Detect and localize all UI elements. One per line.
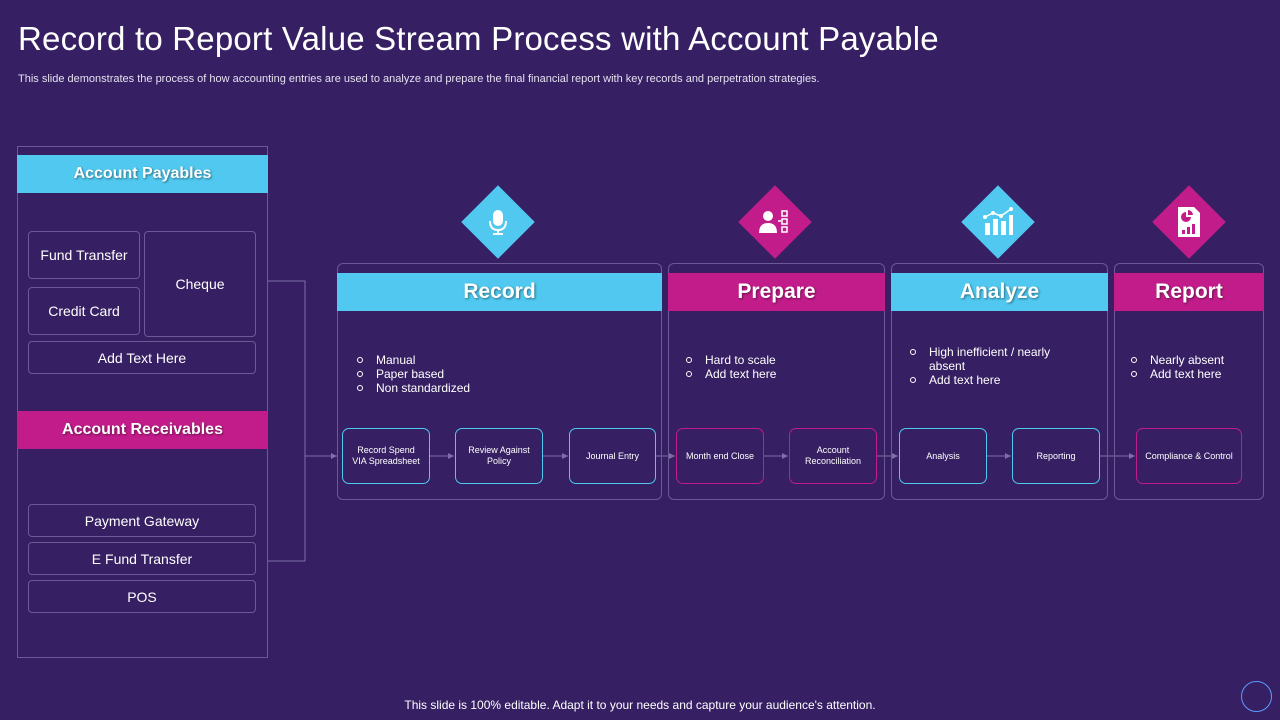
payable-item-fund-transfer: Fund Transfer: [28, 231, 140, 279]
step-record-spend: Record Spend VIA Spreadsheet: [342, 428, 430, 484]
record-bullet-list: Manual Paper based Non standardized: [356, 353, 646, 395]
list-item: Manual: [356, 353, 646, 367]
stage-prepare-title: Prepare: [668, 273, 885, 311]
microphone-icon: [478, 202, 518, 242]
payable-item-add-text: Add Text Here: [28, 341, 256, 374]
stage-prepare-frame: [668, 263, 885, 500]
step-analysis: Analysis: [899, 428, 987, 484]
list-item: Non standardized: [356, 381, 646, 395]
report-document-icon: [1169, 202, 1209, 242]
account-receivables-header: Account Receivables: [17, 411, 268, 449]
list-item: Add text here: [1130, 367, 1260, 381]
report-bullet-list: Nearly absent Add text here: [1130, 353, 1260, 381]
list-item: Add text here: [685, 367, 875, 381]
receivable-item-payment-gateway: Payment Gateway: [28, 504, 256, 537]
list-item: Paper based: [356, 367, 646, 381]
page-subtitle: This slide demonstrates the process of h…: [18, 73, 820, 85]
stage-report-frame: [1114, 263, 1264, 500]
stage-record-frame: [337, 263, 662, 500]
list-item: Add text here: [909, 373, 1069, 387]
stage-analyze-title: Analyze: [891, 273, 1108, 311]
step-reporting: Reporting: [1012, 428, 1100, 484]
list-item: High inefficient / nearly absent: [909, 345, 1069, 373]
analyze-bullet-list: High inefficient / nearly absent Add tex…: [909, 345, 1069, 387]
receivable-item-e-fund-transfer: E Fund Transfer: [28, 542, 256, 575]
footer-note: This slide is 100% editable. Adapt it to…: [404, 698, 876, 712]
step-account-reconciliation: Account Reconciliation: [789, 428, 877, 484]
analytics-chart-icon: [978, 202, 1018, 242]
stage-record-title: Record: [337, 273, 662, 311]
step-review-against-policy: Review Against Policy: [455, 428, 543, 484]
prepare-bullet-list: Hard to scale Add text here: [685, 353, 875, 381]
list-item: Hard to scale: [685, 353, 875, 367]
step-month-end-close: Month end Close: [676, 428, 764, 484]
person-checklist-icon: [755, 202, 795, 242]
stage-analyze-frame: [891, 263, 1108, 500]
account-payables-header: Account Payables: [17, 155, 268, 193]
page-title: Record to Report Value Stream Process wi…: [18, 20, 939, 57]
step-compliance-control: Compliance & Control: [1136, 428, 1242, 484]
left-panel: [17, 146, 268, 658]
payable-item-cheque: Cheque: [144, 231, 256, 337]
step-journal-entry: Journal Entry: [569, 428, 656, 484]
list-item: Nearly absent: [1130, 353, 1260, 367]
receivable-item-pos: POS: [28, 580, 256, 613]
stage-report-title: Report: [1114, 273, 1264, 311]
payable-item-credit-card: Credit Card: [28, 287, 140, 335]
corner-circle-icon: [1241, 681, 1272, 712]
